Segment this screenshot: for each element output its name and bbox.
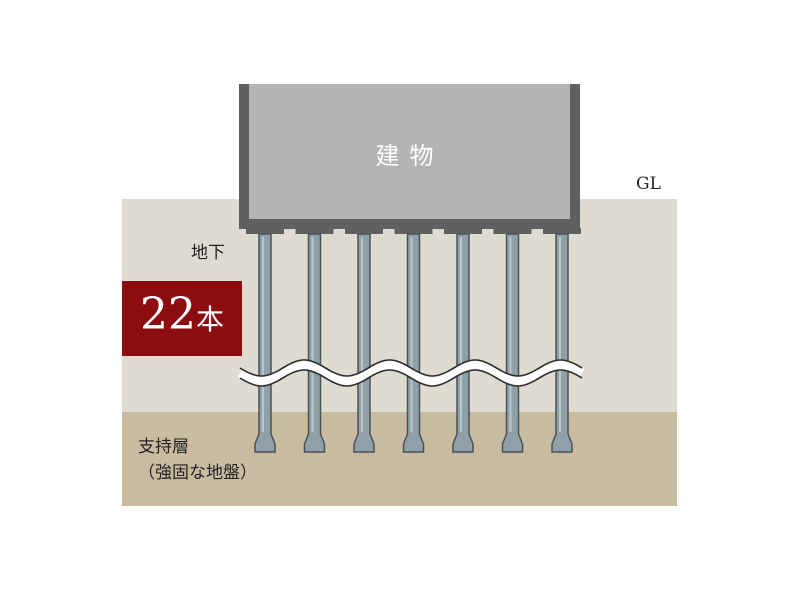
omission-break-line	[239, 369, 583, 387]
ground-level-label: GL	[636, 174, 661, 194]
building: 建物	[239, 84, 580, 229]
bearing-layer-label: 支持層 （強固な地盤）	[138, 434, 257, 486]
omission-break-line	[239, 359, 583, 377]
pile	[394, 228, 433, 453]
bearing-soil-layer	[122, 412, 677, 506]
pile	[543, 228, 581, 453]
pile	[345, 228, 383, 453]
pile	[493, 228, 532, 453]
bearing-layer-note: （強固な地盤）	[138, 463, 257, 483]
bearing-layer-title: 支持層	[138, 437, 189, 457]
underground-label: 地下	[191, 243, 225, 263]
building-label: 建物	[375, 142, 444, 170]
pile-count-number: 22	[139, 289, 196, 340]
pile-count-text: 22本	[122, 289, 242, 340]
omission-break-band	[237, 360, 585, 386]
pile	[444, 228, 482, 453]
pile	[246, 228, 284, 453]
pile	[295, 228, 334, 453]
pile-count-unit: 本	[195, 303, 224, 336]
pile-count-badge: 22本	[122, 281, 242, 356]
